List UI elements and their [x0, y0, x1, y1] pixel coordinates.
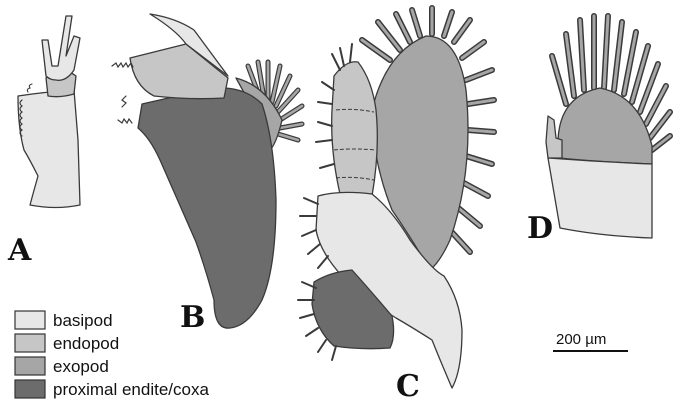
panel-b-edge-setae	[112, 63, 133, 123]
panel-d-basipod	[548, 158, 652, 238]
panel-a-endopod-tip	[42, 16, 80, 80]
panel-b-coxa	[138, 88, 276, 328]
panel-a-basipod	[18, 90, 80, 208]
legend-label-endopod: endopod	[53, 334, 119, 353]
legend-item-exopod: exopod	[15, 357, 109, 376]
panel-c-label: C	[396, 369, 420, 404]
legend-swatch-exopod	[15, 357, 45, 375]
panel-a: A	[7, 16, 80, 268]
legend-item-coxa: proximal endite/coxa	[15, 380, 209, 399]
legend-label-basipod: basipod	[53, 311, 113, 330]
scale-bar-label: 200 µm	[556, 331, 606, 348]
panel-b-label: B	[180, 300, 205, 335]
legend-swatch-basipod	[15, 311, 45, 329]
panel-b-endopod	[130, 44, 228, 99]
legend-swatch-coxa	[15, 380, 45, 398]
panel-b: B	[112, 14, 302, 335]
legend-label-exopod: exopod	[53, 357, 109, 376]
panel-c: C	[298, 8, 494, 404]
legend-item-basipod: basipod	[15, 311, 113, 330]
panel-d: D	[527, 16, 670, 246]
scale-bar: 200 µm	[553, 331, 628, 351]
legend-label-coxa: proximal endite/coxa	[53, 380, 209, 399]
legend-item-endopod: endopod	[15, 334, 119, 353]
panel-d-label: D	[527, 211, 553, 246]
legend-swatch-endopod	[15, 334, 45, 352]
panel-d-exopod	[558, 88, 652, 164]
panel-a-label: A	[7, 233, 32, 268]
